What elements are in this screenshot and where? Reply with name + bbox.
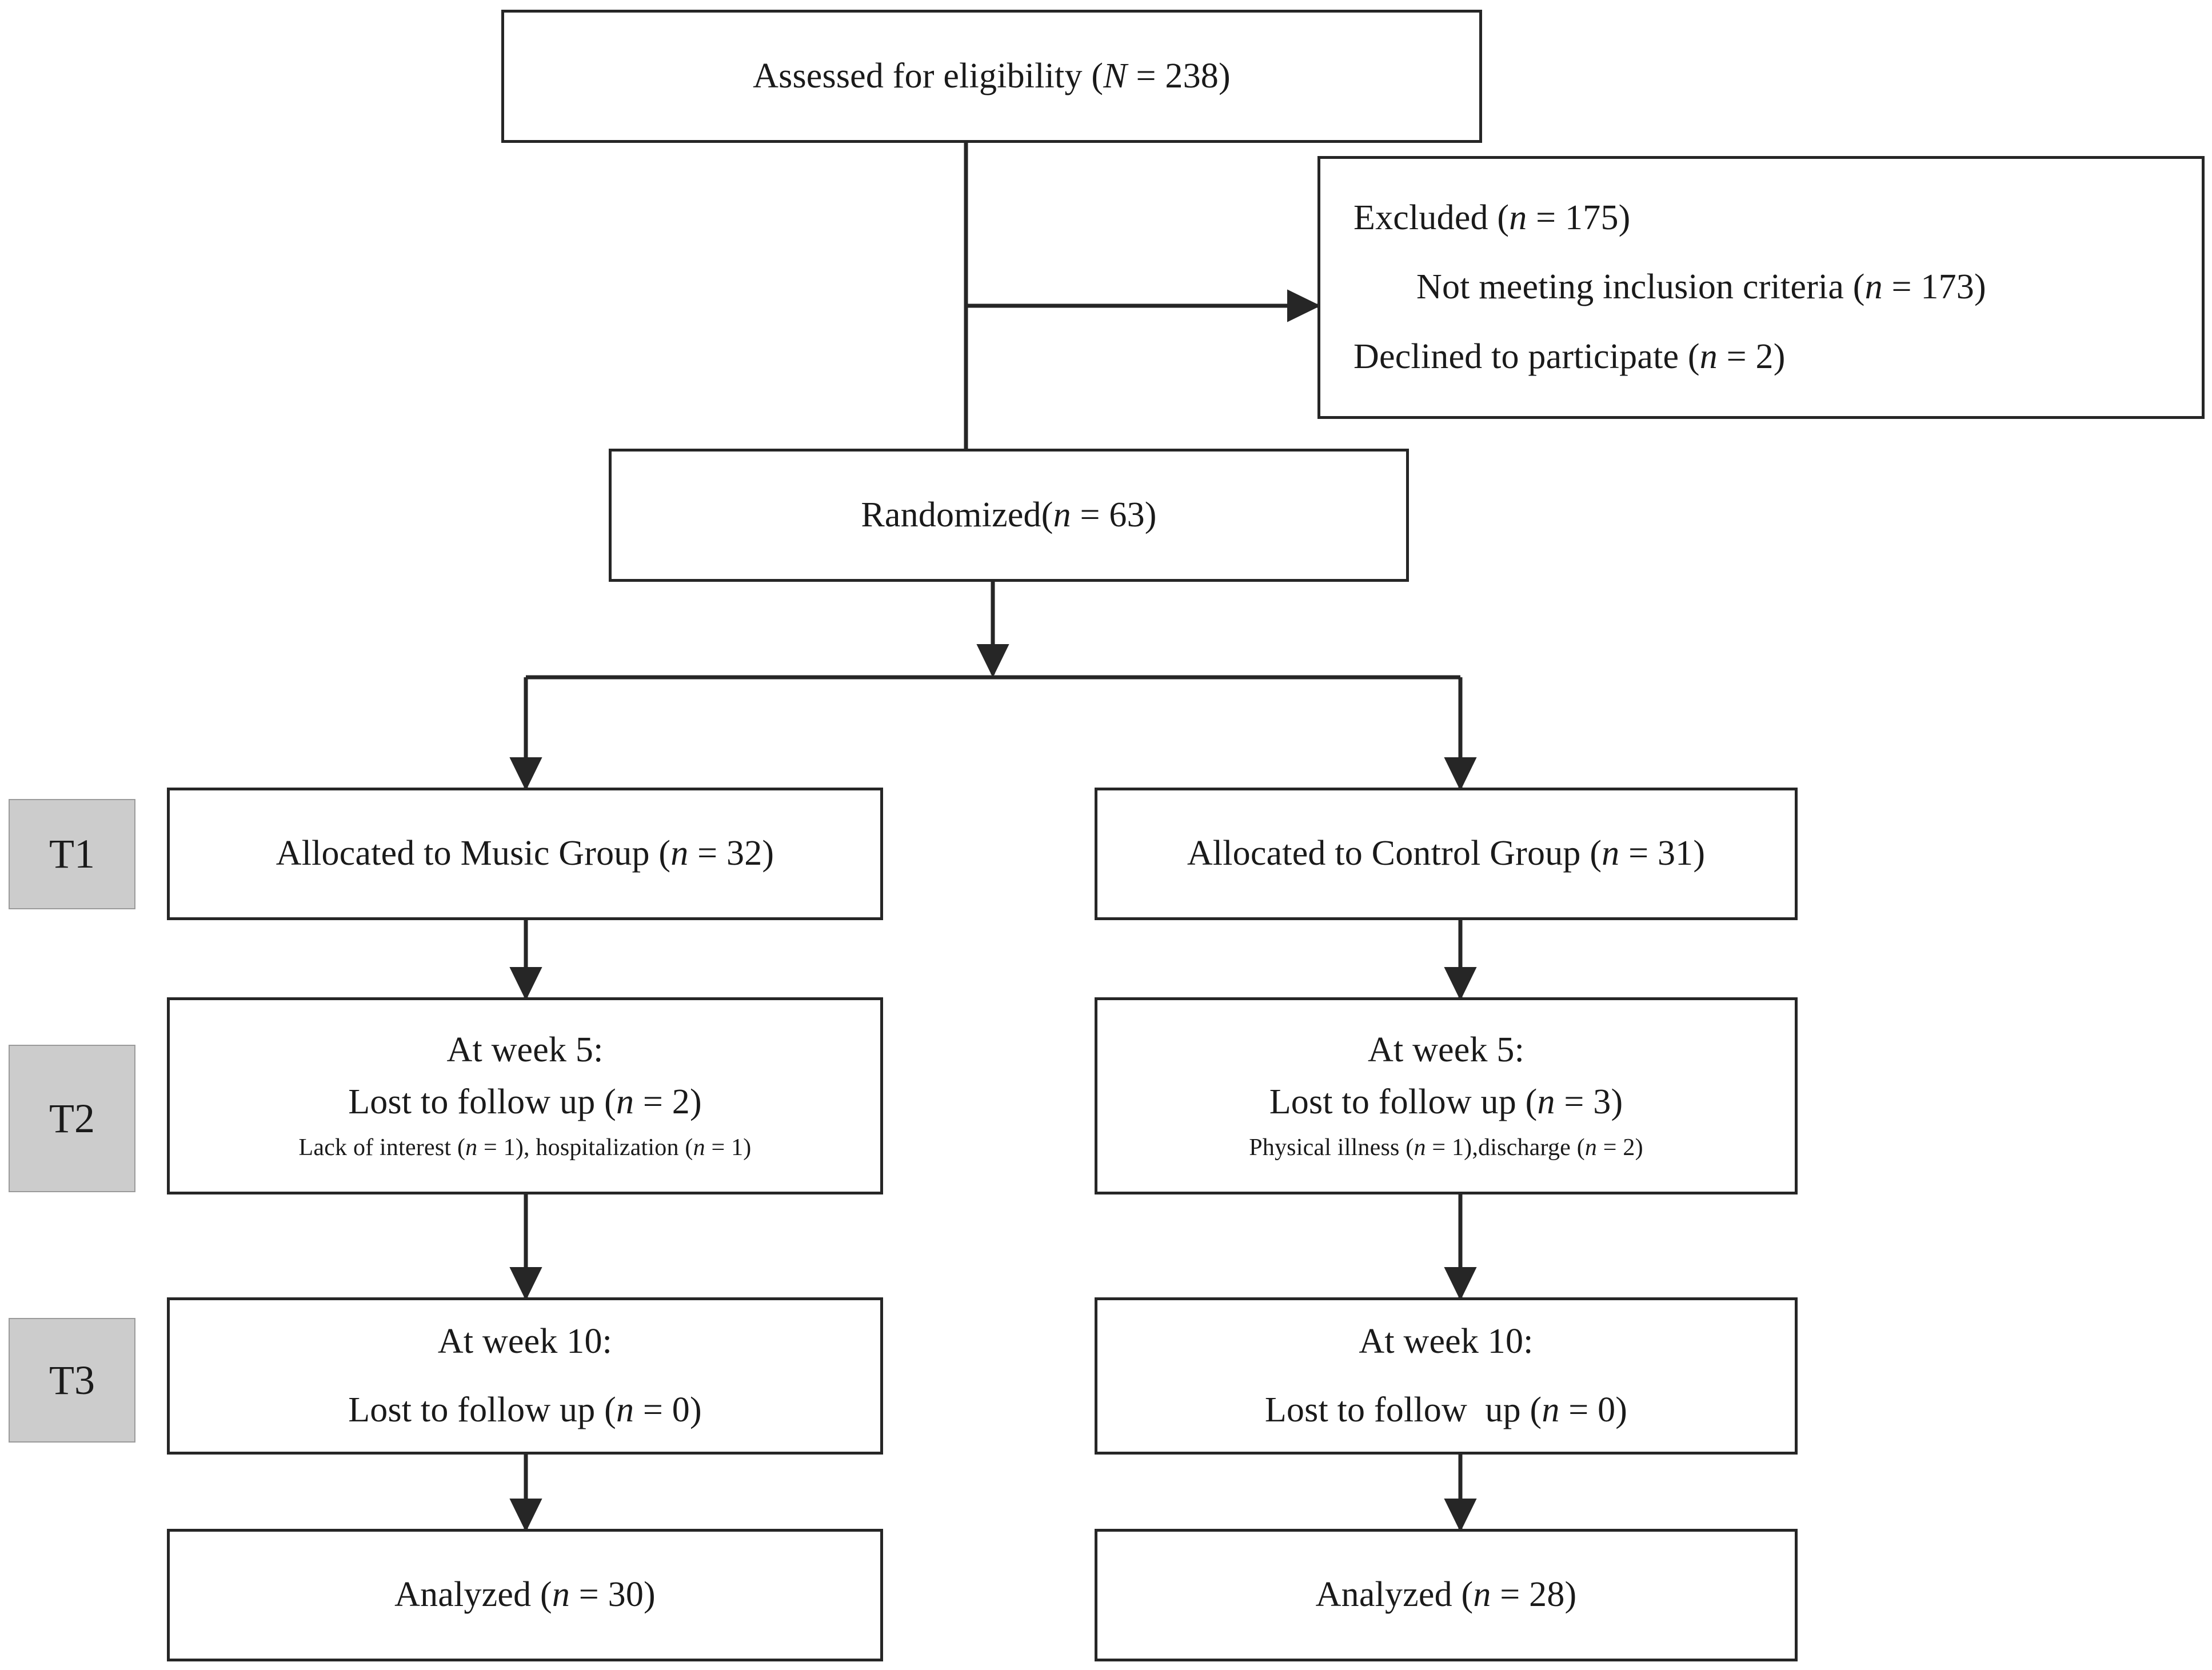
timepoint-label-t3-text: T3 — [49, 1357, 95, 1403]
excluded-total: Excluded (n = 175) — [1353, 198, 1631, 238]
week5-music-stack: At week 5: Lost to follow up (n = 2) Lac… — [299, 1029, 752, 1162]
week5-control-timepoint: At week 5: — [1367, 1030, 1525, 1070]
node-assessed-for-eligibility: Assessed for eligibility (N = 238) — [501, 10, 1482, 143]
analyzed-control-text: Analyzed (n = 28) — [1315, 1575, 1577, 1615]
week5-music-lost: Lost to follow up (n = 2) — [348, 1082, 702, 1122]
week5-control-stack: At week 5: Lost to follow up (n = 3) Phy… — [1249, 1029, 1643, 1162]
timepoint-label-t2: T2 — [9, 1045, 135, 1192]
node-week10-control-group: At week 10: Lost to follow up (n = 0) — [1095, 1297, 1798, 1455]
timepoint-label-t2-text: T2 — [49, 1095, 95, 1141]
excluded-declined: Declined to participate (n = 2) — [1353, 337, 1786, 376]
node-allocated-control-group: Allocated to Control Group (n = 31) — [1095, 788, 1798, 920]
randomized-text: Randomized(n = 63) — [861, 495, 1157, 534]
allocated-control-text: Allocated to Control Group (n = 31) — [1187, 834, 1706, 873]
week10-music-timepoint: At week 10: — [437, 1322, 613, 1361]
node-excluded: Excluded (n = 175) Not meeting inclusion… — [1317, 156, 2205, 419]
timepoint-label-t1-text: T1 — [49, 831, 95, 877]
node-analyzed-control-group: Analyzed (n = 28) — [1095, 1529, 1798, 1661]
analyzed-music-text: Analyzed (n = 30) — [394, 1575, 656, 1615]
week10-music-stack: At week 10: Lost to follow up (n = 0) — [348, 1321, 702, 1431]
week5-control-lost: Lost to follow up (n = 3) — [1269, 1082, 1623, 1122]
week5-music-reasons: Lack of interest (n = 1), hospitalizatio… — [298, 1134, 752, 1161]
timepoint-label-t3: T3 — [9, 1318, 135, 1443]
allocated-music-text: Allocated to Music Group (n = 32) — [275, 834, 774, 873]
week10-control-lost: Lost to follow up (n = 0) — [1264, 1390, 1628, 1429]
week5-music-timepoint: At week 5: — [446, 1030, 604, 1070]
excluded-text-stack: Excluded (n = 175) Not meeting inclusion… — [1320, 197, 1986, 377]
node-week5-music-group: At week 5: Lost to follow up (n = 2) Lac… — [167, 997, 883, 1194]
node-week10-music-group: At week 10: Lost to follow up (n = 0) — [167, 1297, 883, 1455]
node-allocated-music-group: Allocated to Music Group (n = 32) — [167, 788, 883, 920]
week10-music-lost: Lost to follow up (n = 0) — [348, 1390, 702, 1429]
assessed-text: Assessed for eligibility (N = 238) — [753, 56, 1231, 95]
timepoint-label-t1: T1 — [9, 799, 135, 909]
excluded-not-meeting-criteria: Not meeting inclusion criteria (n = 173) — [1416, 267, 1986, 307]
week5-control-reasons: Physical illness (n = 1),discharge (n = … — [1249, 1134, 1643, 1161]
week10-control-timepoint: At week 10: — [1359, 1322, 1534, 1361]
node-analyzed-music-group: Analyzed (n = 30) — [167, 1529, 883, 1661]
node-randomized: Randomized(n = 63) — [609, 449, 1409, 582]
week10-control-stack: At week 10: Lost to follow up (n = 0) — [1265, 1321, 1627, 1431]
node-week5-control-group: At week 5: Lost to follow up (n = 3) Phy… — [1095, 997, 1798, 1194]
